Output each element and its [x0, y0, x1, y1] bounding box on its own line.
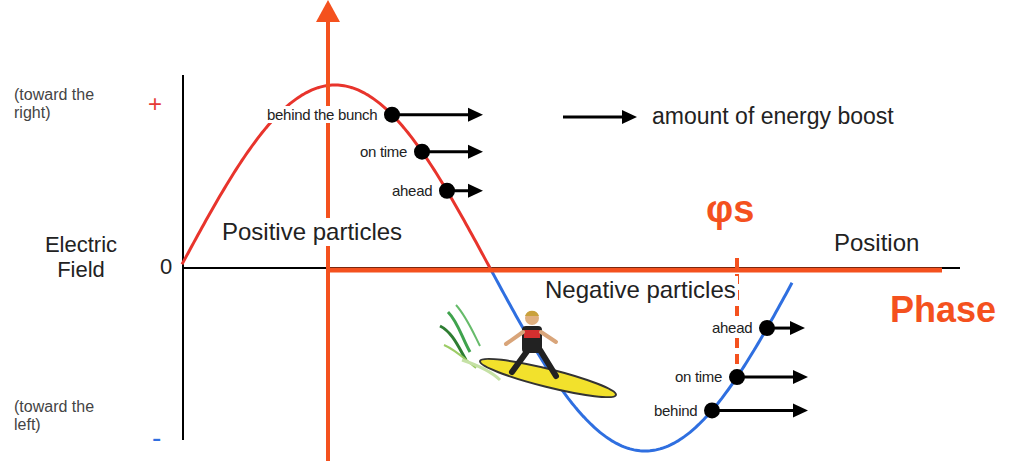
surfer-leg: [512, 350, 528, 372]
field-axis: [182, 75, 184, 440]
surfer-shirt: [524, 330, 540, 338]
particle-label: behind the bunch: [264, 106, 380, 123]
arrowhead: [793, 370, 808, 384]
axis-title: Electric Field: [26, 232, 136, 283]
legend-note: amount of energy boost: [650, 103, 896, 129]
particle-label: on time: [672, 368, 725, 385]
surfer-arm: [506, 332, 523, 344]
splash: [440, 326, 466, 360]
surfer-illustration: [440, 305, 618, 404]
direction-note: (toward the right): [12, 86, 112, 123]
surfer-head: [525, 311, 539, 325]
particle-dot: [439, 183, 455, 199]
particle-dot: [704, 402, 720, 418]
boost-arrow: [563, 116, 625, 119]
arrowhead: [468, 108, 483, 122]
axis-value: 0: [158, 254, 174, 279]
arrowhead: [793, 403, 808, 417]
negative-half-wave: [490, 268, 792, 451]
boost-arrow: [737, 376, 796, 379]
boost-arrow: [712, 409, 796, 412]
position-axis: [183, 267, 960, 269]
axis-arrowhead: [316, 0, 340, 22]
particle-label: ahead: [389, 182, 435, 199]
region-label: Positive particles: [220, 218, 404, 246]
arrowhead: [468, 145, 483, 159]
particle-dot: [384, 107, 400, 123]
arrowhead: [468, 184, 483, 198]
particle-label: behind: [651, 402, 700, 419]
particle-dot: [414, 144, 430, 160]
direction-note: (toward the left): [12, 398, 112, 435]
arrowhead: [622, 110, 637, 124]
sign-symbol: -: [150, 422, 163, 454]
surfer-leg: [540, 350, 556, 376]
particle-label: ahead: [709, 319, 755, 336]
positive-half-wave: [182, 85, 490, 268]
region-label: Negative particles: [543, 276, 738, 304]
particle-label: on time: [357, 143, 410, 160]
splash: [456, 305, 480, 346]
axis-title: Position: [832, 229, 921, 257]
phase-axis: [328, 268, 942, 273]
surfer-arm: [541, 332, 556, 342]
particle-dot: [729, 369, 745, 385]
sign-symbol: +: [146, 90, 164, 118]
boost-arrow: [392, 113, 471, 116]
axis-title: Phase: [888, 289, 998, 330]
surfer-torso: [522, 326, 542, 353]
surfer-hair: [525, 311, 539, 316]
arrowhead: [790, 321, 805, 335]
particle-dot: [759, 320, 775, 336]
phase-symbol: φs: [704, 188, 756, 232]
